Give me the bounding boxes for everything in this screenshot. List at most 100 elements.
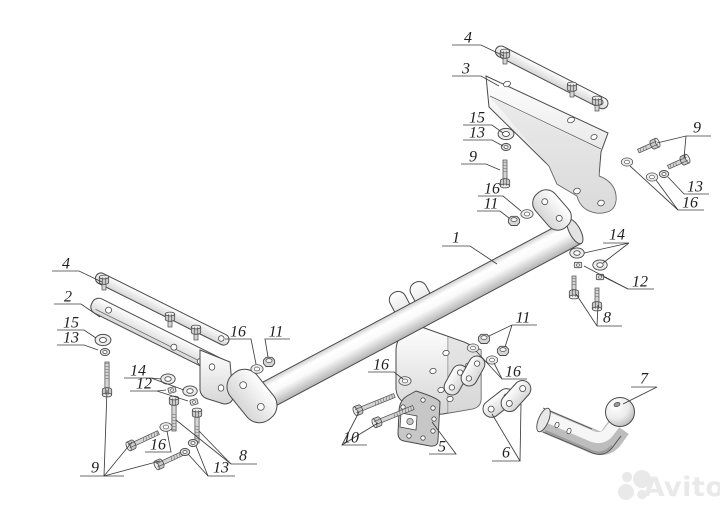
- callout-leader-8: [175, 419, 232, 465]
- spring-washer-12: [573, 261, 583, 269]
- callout-label-7: 7: [640, 371, 649, 388]
- callout-leader-5: [429, 421, 457, 455]
- callout-leader-16: [145, 430, 172, 453]
- callout-leader-11: [504, 324, 513, 348]
- callout-label-1: 1: [452, 230, 460, 247]
- callout-leader-11: [477, 210, 510, 219]
- callout-leader-9: [103, 389, 108, 477]
- callout-label-4: 4: [62, 256, 70, 273]
- bolt-strip: [165, 312, 174, 327]
- callout-label-11: 11: [269, 324, 284, 341]
- washer-16: [620, 157, 634, 167]
- washer-16: [250, 364, 264, 374]
- lock-washer-13: [658, 170, 670, 178]
- callout-label-9: 9: [91, 460, 99, 477]
- part-7-ball-hitch: [536, 397, 635, 455]
- callout-label-12: 12: [136, 376, 152, 393]
- bracket-side-plate: [443, 364, 469, 396]
- callout-label-5: 5: [438, 439, 446, 456]
- callout-label-8: 8: [239, 448, 247, 465]
- callout-label-13: 13: [213, 460, 229, 477]
- callout-leader-7: [622, 386, 658, 405]
- callout-label-11: 11: [484, 196, 499, 213]
- callout-leader-13: [463, 139, 504, 147]
- callout-leader-2: [54, 303, 101, 318]
- washer-14: [182, 385, 198, 397]
- callout-label-13: 13: [469, 125, 485, 142]
- callout-label-12: 12: [632, 274, 648, 291]
- callout-leader-15: [57, 329, 97, 339]
- beam-left-flange: [226, 368, 278, 424]
- callout-leader-9: [683, 135, 687, 159]
- lock-washer-13: [187, 439, 199, 447]
- washer-16: [485, 355, 499, 365]
- callout-leader-8: [596, 304, 599, 327]
- washer-14: [569, 247, 585, 259]
- part-5-plate: [397, 390, 441, 447]
- tow-ball: [605, 397, 635, 427]
- callout-label-9: 9: [693, 120, 701, 137]
- bolt-9: [500, 160, 509, 188]
- callout-label-13: 13: [63, 330, 79, 347]
- callout-label-15: 15: [469, 110, 485, 127]
- washer-16: [398, 376, 412, 386]
- callout-label-11: 11: [516, 310, 531, 327]
- callout-leader-16: [629, 165, 679, 211]
- callout-label-13: 13: [687, 179, 703, 196]
- washer-15: [497, 127, 515, 141]
- callout-label-16: 16: [484, 181, 500, 198]
- callout-leader-13: [187, 453, 209, 477]
- part-2-end-flange: [199, 349, 234, 405]
- callout-leader-9: [461, 163, 501, 171]
- callout-leader-15: [463, 124, 504, 134]
- watermark-text: Avito: [644, 472, 720, 503]
- callout-leader-16: [368, 371, 404, 380]
- callout-leader-14: [150, 377, 185, 391]
- washer-16: [645, 172, 659, 182]
- callout-leader-4: [52, 270, 103, 283]
- callout-label-15: 15: [63, 315, 79, 332]
- callout-label-6: 6: [502, 445, 510, 462]
- nut-11: [507, 215, 521, 226]
- callout-leader-11: [488, 324, 537, 337]
- callout-leader-12: [156, 390, 189, 402]
- callout-label-3: 3: [461, 61, 470, 78]
- watermark-logo-circle: [621, 471, 633, 483]
- callout-leader-14: [602, 242, 630, 264]
- callout-label-16: 16: [373, 357, 389, 374]
- watermark: Avito: [618, 470, 720, 503]
- bracket-side-plate: [460, 355, 486, 387]
- callout-label-16: 16: [230, 324, 246, 341]
- callout-label-14: 14: [609, 227, 625, 244]
- callout-label-14: 14: [130, 363, 146, 380]
- callout-leader-13: [667, 176, 709, 195]
- spring-washer-12: [167, 386, 177, 394]
- nut-11: [262, 356, 276, 367]
- callout-label-16: 16: [682, 195, 698, 212]
- washer-16: [466, 343, 480, 353]
- callout-leader-1: [442, 245, 498, 265]
- bolt-8: [192, 408, 201, 443]
- callout-label-16: 16: [150, 437, 166, 454]
- callout-leader-16: [478, 195, 522, 212]
- callout-leader-16: [475, 350, 503, 380]
- nut-11: [477, 333, 491, 344]
- bolt-8: [592, 288, 601, 311]
- washer-16: [159, 422, 173, 432]
- watermark-logo-circle: [618, 484, 634, 500]
- callout-leader-3: [452, 75, 500, 87]
- callout-label-10: 10: [343, 430, 359, 447]
- callout-label-4: 4: [464, 30, 472, 47]
- bolt-9: [666, 153, 691, 171]
- callout-leader-9: [103, 441, 133, 477]
- callout-leader-11: [264, 338, 290, 358]
- part-3-right-gusset: [485, 75, 617, 214]
- part-6-link-plate: [500, 379, 532, 413]
- callout-leader-9: [103, 460, 161, 477]
- beam-right-flange: [532, 189, 572, 231]
- callout-leader-4: [452, 44, 505, 57]
- watermark-logo-circle: [633, 470, 651, 488]
